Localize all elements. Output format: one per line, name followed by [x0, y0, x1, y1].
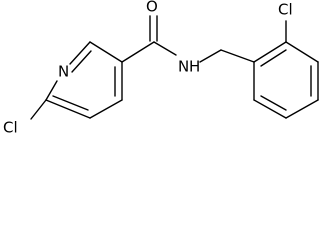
amide-group [121, 15, 222, 63]
bond-c5-c6-inner [52, 95, 89, 111]
bond-n1-c2 [69, 41, 91, 65]
bond-n-ch2 [199, 49, 222, 63]
pyridine-ring [45, 41, 123, 119]
bond-ar5-ar6 [253, 99, 287, 119]
bond-c3-carbonyl [121, 41, 155, 63]
atom-carbonyl-oxygen: O [146, 0, 158, 16]
bond-c6-n1 [45, 80, 58, 101]
atom-benzyl-chlorine: Cl [278, 1, 293, 19]
atom-amide-hydrogen: H [189, 58, 200, 76]
atom-amide-nitrogen: N [178, 58, 189, 76]
bond-c5-c6 [45, 99, 91, 119]
bond-ar2-ar3 [285, 41, 319, 63]
bond-ar1-ar2-inner [260, 49, 287, 67]
bond-carbonyl-n [153, 41, 177, 56]
chlorophenyl-ring [220, 41, 319, 119]
atom-ring-nitrogen: N [58, 63, 69, 81]
bond-ar1-ar2 [253, 41, 287, 63]
bond-c6-cl [30, 99, 47, 120]
bond-n1-c2-inner [71, 50, 92, 73]
bond-ar5-ar6-inner [260, 95, 287, 111]
bond-c2-c3 [89, 41, 123, 63]
bond-ch2-ar [220, 49, 255, 63]
atom-pyridine-chlorine: Cl [3, 119, 18, 137]
bond-c4-c5 [89, 99, 123, 119]
bond-ar4-ar5 [285, 99, 319, 119]
chemical-structure: N Cl O N H Cl [3, 0, 319, 137]
